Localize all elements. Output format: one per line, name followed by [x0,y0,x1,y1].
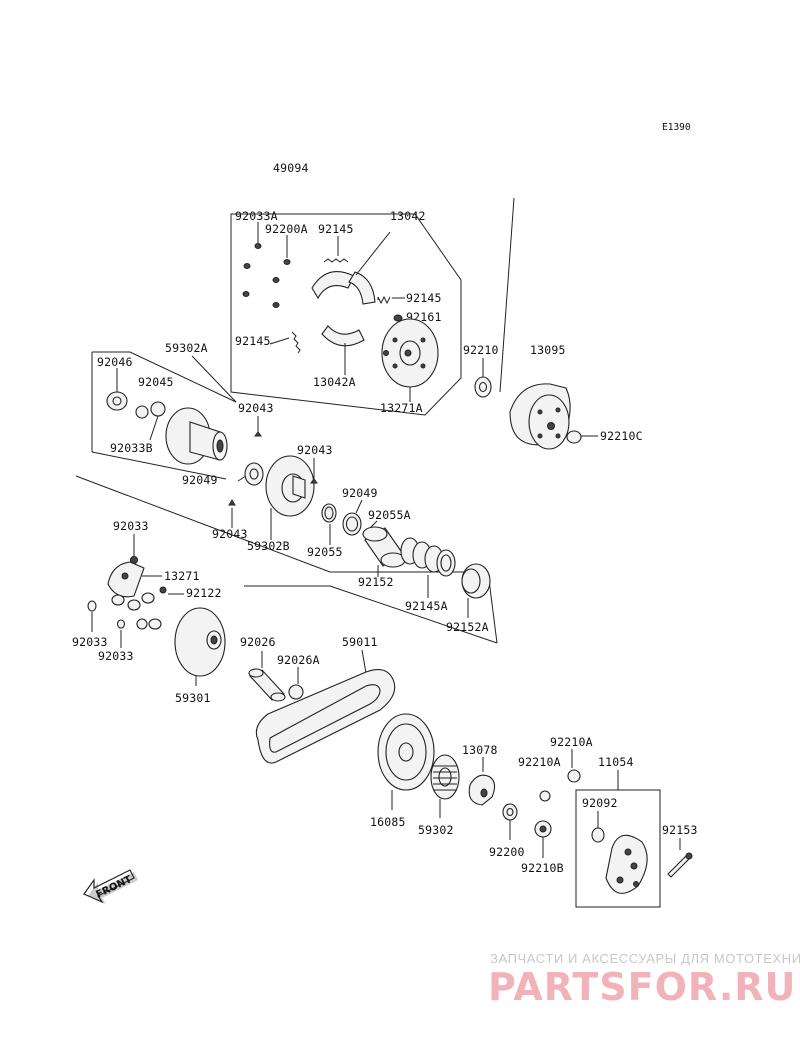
nut-92161-icon [393,314,403,322]
part-label-92145-mid[interactable]: 92145 [406,291,442,305]
watermark-brand: PARTSFOR.RU [488,965,796,1009]
part-label-13271[interactable]: 13271 [164,569,200,583]
part-label-13042[interactable]: 13042 [390,209,426,223]
screw-92043-icon [254,431,262,437]
part-label-13095[interactable]: 13095 [530,343,566,357]
part-label-92043-mid[interactable]: 92043 [297,443,333,457]
part-label-92092[interactable]: 92092 [582,796,618,810]
bolt-92033-left-icon [87,600,97,612]
part-label-92045[interactable]: 92045 [138,375,174,389]
nut-92033B-icon [150,401,166,417]
part-label-92055A[interactable]: 92055A [368,508,411,522]
watermark-tagline: ЗАПЧАСТИ И АКСЕССУАРЫ ДЛЯ МОТОТЕХНИКИ [490,951,800,966]
part-label-92043-low[interactable]: 92043 [212,527,248,541]
part-label-13042A[interactable]: 13042A [313,375,356,389]
part-label-92210[interactable]: 92210 [463,343,499,357]
part-label-92200A[interactable]: 92200A [265,222,308,236]
screw-92043b-icon [310,478,318,484]
subassembly-frame-bracket [575,789,661,908]
part-label-92049-mid[interactable]: 92049 [342,486,378,500]
part-label-92210C[interactable]: 92210C [600,429,643,443]
washer-92026A-icon [288,684,304,700]
part-label-92200[interactable]: 92200 [489,845,525,859]
circlip-92045-icon [135,405,149,419]
washer-92210A-small-icon [539,790,551,802]
front-direction-arrow-icon: FRONT [83,869,138,904]
nut-92210A-icon [567,769,581,783]
part-label-92033-top[interactable]: 92033 [113,519,149,533]
part-label-59302[interactable]: 59302 [418,823,454,837]
nut-92210C-icon [566,430,582,444]
part-label-92055[interactable]: 92055 [307,545,343,559]
spring-92145b-icon [377,295,391,305]
part-label-16085[interactable]: 16085 [370,815,406,829]
subassembly-frame-pulley-top [92,351,237,403]
part-label-92049-left[interactable]: 92049 [182,473,218,487]
collar-92092-icon [591,827,605,843]
part-label-92145A[interactable]: 92145A [405,599,448,613]
part-label-92210A-top[interactable]: 92210A [550,735,593,749]
part-label-13078[interactable]: 13078 [462,743,498,757]
part-label-59011[interactable]: 59011 [342,635,378,649]
part-label-92145-left[interactable]: 92145 [235,334,271,348]
part-label-92153[interactable]: 92153 [662,823,698,837]
diagram-code: E1390 [662,122,691,133]
part-label-92033B[interactable]: 92033B [110,441,153,455]
nut-92033A-group [242,243,291,308]
part-label-92046[interactable]: 92046 [97,355,133,369]
ramp-plate-13271-icon [107,561,145,598]
part-label-92026[interactable]: 92026 [240,635,276,649]
part-label-92033-lower[interactable]: 92033 [98,649,134,663]
spring-92145-icon [323,258,349,263]
bolt-92153-icon [667,855,690,878]
part-label-92152[interactable]: 92152 [358,575,394,589]
part-label-13271A[interactable]: 13271A [380,401,423,415]
subassembly-frame-clutch [230,213,462,416]
part-label-92122[interactable]: 92122 [186,586,222,600]
part-label-92210A-left[interactable]: 92210A [518,755,561,769]
clutch-shoe-upper-icon [311,271,355,300]
part-label-92145-top[interactable]: 92145 [318,222,354,236]
roller-weights-92145A-icon [400,537,456,577]
screw-92043c-icon [228,499,236,506]
part-label-59302B[interactable]: 59302B [247,539,290,553]
part-label-11054[interactable]: 11054 [598,755,634,769]
clutch-shoe-lower-icon [321,325,365,347]
shaft-reference-line [499,197,515,393]
clutch-shoe-right-icon [348,271,376,305]
part-label-92033A[interactable]: 92033A [235,209,278,223]
fixed-drive-face-icon [174,607,226,677]
part-label-92210B[interactable]: 92210B [521,861,564,875]
spring-92145c-icon [291,331,301,354]
bolt-92033-lower-icon [116,619,126,629]
bracket-plate-icon [605,834,648,894]
part-label-59302A[interactable]: 59302A [165,341,208,355]
subassembly-frame-lower-left [75,475,331,573]
part-label-92043-top[interactable]: 92043 [238,401,274,415]
part-label-59301[interactable]: 59301 [175,691,211,705]
part-label-92033-left[interactable]: 92033 [72,635,108,649]
part-label-92152A[interactable]: 92152A [446,620,489,634]
part-label-92026A[interactable]: 92026A [277,653,320,667]
part-label-49094[interactable]: 49094 [273,161,309,175]
